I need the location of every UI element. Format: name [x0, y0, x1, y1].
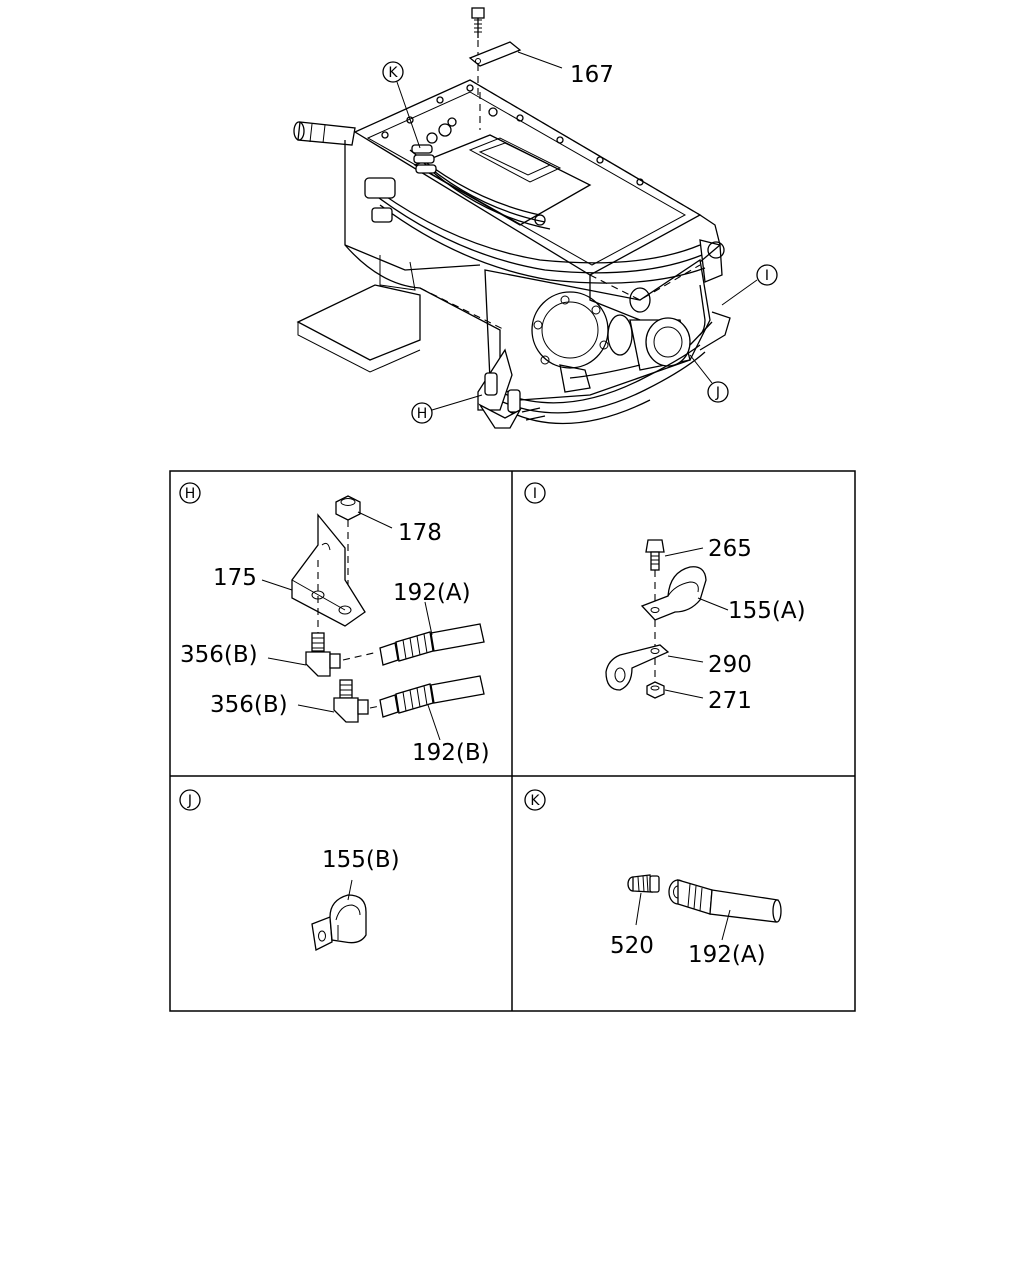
plate-290	[605, 644, 670, 691]
nut-178	[335, 495, 361, 521]
label-265: 265	[708, 536, 752, 562]
callout-167: 167	[570, 62, 614, 88]
label-175: 175	[213, 565, 257, 591]
label-155b: 155(B)	[322, 847, 400, 873]
elbow-356b-lower	[333, 679, 369, 723]
label-155a: 155(A)	[728, 598, 806, 624]
detail-panel-i: I 265 155(A) 290	[524, 482, 806, 714]
label-192a: 192(A)	[393, 580, 471, 606]
panel-i-marker: I	[533, 486, 537, 502]
label-356b-lower: 356(B)	[210, 692, 288, 718]
callout-h-marker	[411, 402, 433, 424]
fitting-520	[627, 874, 660, 893]
clip-155b	[311, 894, 367, 951]
label-356b-upper: 356(B)	[180, 642, 258, 668]
detail-panel-j: J 155(B)	[179, 789, 400, 951]
callout-k: K	[388, 65, 398, 81]
bracket-175	[291, 513, 366, 627]
label-290: 290	[708, 652, 752, 678]
label-520: 520	[610, 933, 654, 959]
detail-panel-h: H 178 175 356(B)	[179, 482, 490, 766]
callout-k-marker	[382, 61, 404, 83]
callout-j: J	[715, 385, 720, 401]
elbow-356b-upper	[305, 632, 341, 677]
detail-grid	[169, 470, 856, 1012]
callout-i-marker	[756, 264, 778, 286]
callout-j-marker	[707, 381, 729, 403]
panel-h-marker: H	[185, 486, 196, 502]
nut-271	[646, 681, 665, 699]
bolt-265	[645, 539, 665, 571]
hose-192a	[379, 623, 485, 666]
detail-panel-k: K 520 192(A)	[524, 789, 782, 968]
callout-h: H	[417, 406, 428, 422]
panel-j-marker: J	[187, 793, 192, 809]
label-192b: 192(B)	[412, 740, 490, 766]
hose-192b	[379, 675, 485, 718]
transmission-assembly: 167 K I J H	[293, 7, 778, 429]
label-271: 271	[708, 688, 752, 714]
label-192a-k: 192(A)	[688, 942, 766, 968]
label-178: 178	[398, 520, 442, 546]
bolt-167	[468, 7, 522, 100]
clip-155a	[640, 566, 707, 621]
callout-i: I	[765, 268, 769, 284]
hose-192a-k	[668, 879, 782, 923]
panel-k-marker: K	[530, 793, 540, 809]
